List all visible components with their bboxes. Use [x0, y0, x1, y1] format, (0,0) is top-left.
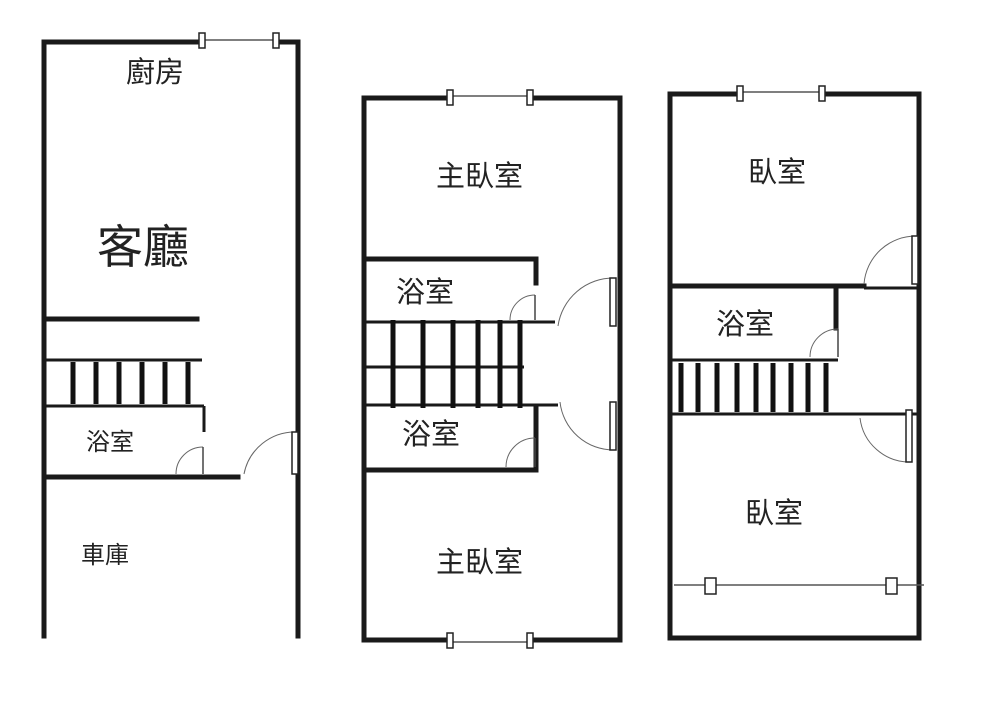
room-label-bathroom: 浴室	[86, 428, 134, 456]
floor-3-balcony-window-frame	[885, 577, 898, 595]
floor-2-top-bedroom-door	[609, 277, 617, 327]
floor-3-bottom-bedroom-door	[905, 409, 913, 463]
floor-3	[667, 85, 924, 641]
floor-2-top-window-frame	[526, 89, 534, 106]
floor-3-top-bedroom-door	[911, 235, 919, 285]
floor-3-outer-wall	[667, 91, 922, 641]
floor-2-bottom-bedroom-door	[609, 401, 617, 451]
floor-2	[361, 89, 623, 649]
room-label-master-bedroom: 主臥室	[436, 159, 524, 193]
room-label-bedroom: 臥室	[745, 496, 804, 530]
floor-2-top-bedroom-door-swing	[557, 277, 615, 327]
room-label-master-bedroom: 主臥室	[436, 545, 524, 579]
floor-1-entry-door-swing	[243, 431, 297, 475]
floor-3-top-window-frame	[736, 85, 744, 102]
floor-3-bath-door-swing	[809, 328, 839, 358]
room-label-bathroom: 浴室	[716, 307, 775, 341]
floor-1-window-frame	[272, 32, 280, 49]
floor-3-staircase	[678, 363, 829, 412]
room-label-bathroom: 浴室	[402, 417, 461, 451]
floor-3-bottom-bedroom-door-swing	[859, 417, 911, 463]
floor-2-lower-bath-door-swing	[505, 437, 536, 468]
floor-1	[41, 32, 301, 639]
floor-1-bath-door-swing	[175, 446, 204, 475]
floor-2-bottom-bedroom-door-swing	[559, 401, 615, 451]
room-label-living-room: 客廳	[97, 220, 189, 274]
floor-2-lower-bath-wall	[361, 405, 539, 473]
room-label-kitchen: 廚房	[126, 55, 185, 89]
floor-1-window-frame	[198, 32, 206, 49]
floor-1-entry-door	[291, 431, 299, 475]
floor-3-top-bedroom-door-swing	[863, 235, 917, 285]
floor-1-staircase	[70, 362, 191, 404]
floor-2-upper-bath-door-swing	[509, 294, 536, 321]
floor-2-bottom-window-frame	[446, 632, 454, 649]
floor-3-top-window-frame	[818, 85, 826, 102]
room-label-garage: 車庫	[81, 541, 129, 569]
floor-2-top-window-frame	[446, 89, 454, 106]
room-label-bedroom: 臥室	[748, 155, 807, 189]
floor-2-upper-bath-wall	[361, 256, 539, 286]
floor-3-balcony-window-frame	[704, 577, 717, 595]
floor-2-outer-wall	[361, 95, 623, 643]
room-label-bathroom: 浴室	[396, 275, 455, 309]
floor-2-bottom-window-frame	[526, 632, 534, 649]
floor-2-staircase	[390, 320, 523, 408]
